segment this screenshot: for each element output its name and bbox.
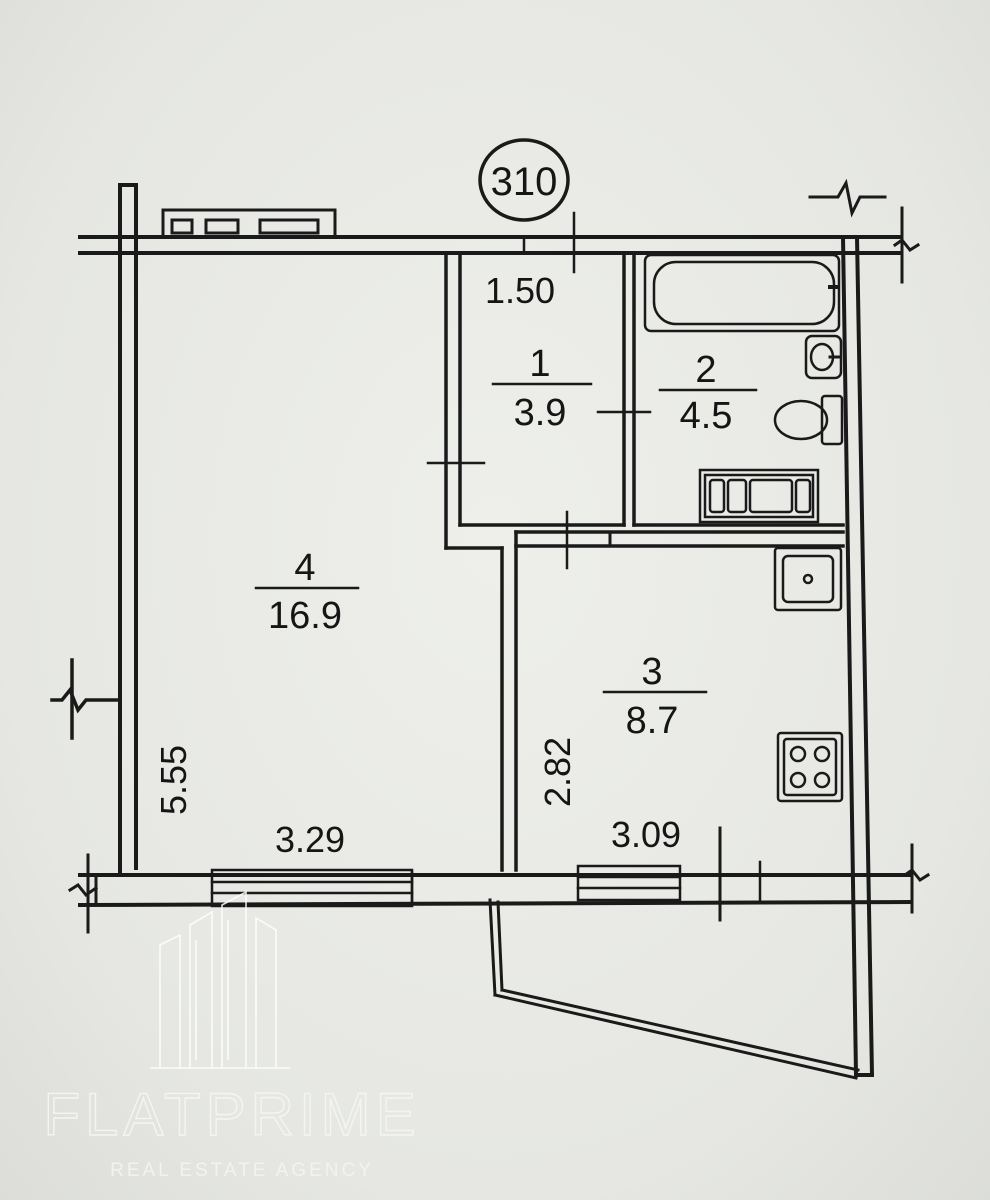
room-4-area: 16.9 <box>268 595 342 637</box>
interior-wall-room4 <box>444 251 626 872</box>
room-2-area: 4.5 <box>680 395 733 437</box>
radiator <box>161 208 337 239</box>
bottom-outer-wall <box>77 873 913 908</box>
dim-room4-width: 3.29 <box>275 819 345 860</box>
balcony <box>488 898 860 1080</box>
top-outer-wall <box>78 235 902 255</box>
kitchen-sink-icon <box>773 546 843 612</box>
left-outer-wall <box>118 183 138 875</box>
right-outer-wall <box>840 234 875 1078</box>
watermark-tagline: REAL ESTATE AGENCY <box>110 1160 374 1181</box>
room-4-number: 4 <box>294 547 315 589</box>
interior-wall-corridor-bath <box>622 251 636 527</box>
room-1-number: 1 <box>529 343 550 385</box>
unit-number-circle <box>478 138 570 222</box>
flatprime-logo-icon <box>150 890 290 1069</box>
washing-machine-icon <box>698 468 820 524</box>
wall-break-mark-left <box>50 658 122 740</box>
dim-room4-length: 5.55 <box>153 745 194 815</box>
interior-wall-kitchen-top <box>514 523 845 548</box>
wall-break-mark-bottom-right <box>718 826 931 922</box>
watermark-brand: FLATPRIME <box>43 1081 420 1148</box>
room-3-area: 8.7 <box>626 700 679 742</box>
dim-kitchen-length: 2.82 <box>537 737 578 807</box>
room-2-number: 2 <box>695 349 716 391</box>
stove-icon <box>776 731 844 803</box>
unit-number: 310 <box>491 160 558 204</box>
toilet-icon <box>773 394 844 446</box>
wall-break-mark-bottom-left <box>67 853 99 934</box>
sink-icon <box>804 334 843 380</box>
room-1-area: 3.9 <box>514 392 567 434</box>
room-3-number: 3 <box>641 651 662 693</box>
dim-kitchen-width: 3.09 <box>611 814 681 855</box>
wall-break-mark-top-right <box>808 178 921 284</box>
bathtub-icon <box>643 253 841 333</box>
window-kitchen <box>576 864 682 902</box>
dim-corridor-width: 1.50 <box>485 270 555 311</box>
door-marks <box>426 211 652 570</box>
